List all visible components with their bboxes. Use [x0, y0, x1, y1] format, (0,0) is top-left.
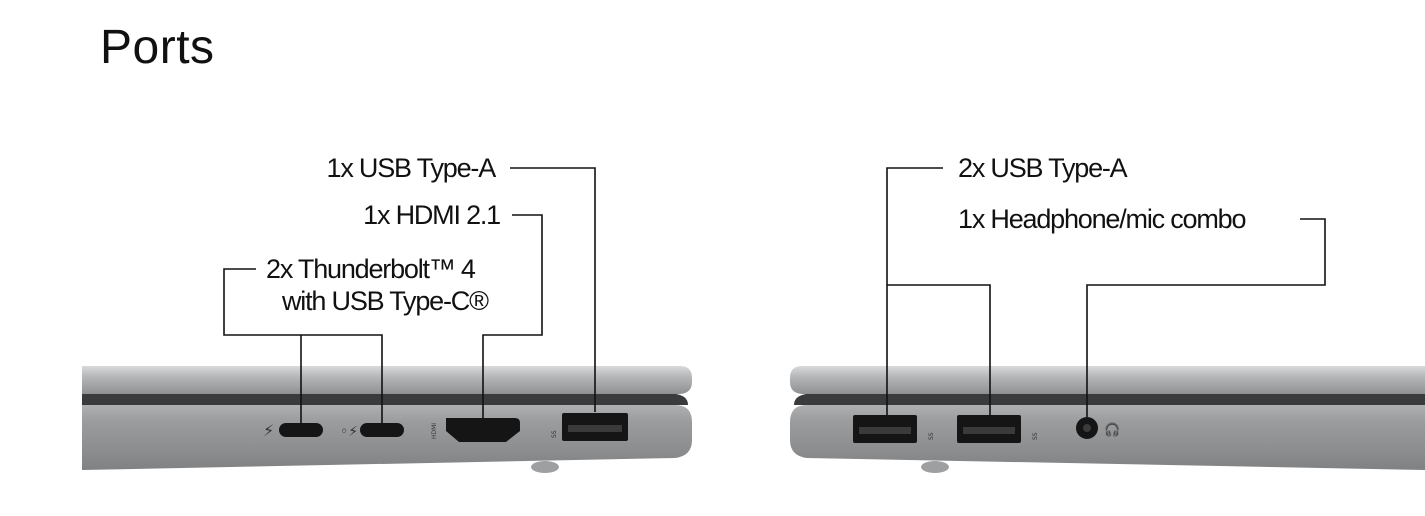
callout-line-hdmi	[482, 214, 543, 418]
headphone-jack-inner	[1083, 424, 1091, 432]
hdmi-port-text: HDMI	[431, 423, 438, 439]
right-lid	[790, 366, 1425, 394]
label-thunderbolt-line1: 2x Thunderbolt™ 4	[266, 254, 476, 284]
left-lid	[82, 366, 692, 394]
left-laptop-side: ⚡ ◦⚡ HDMI SS	[82, 366, 692, 473]
callout-lines-right	[886, 167, 1326, 417]
label-headphone: 1x Headphone/mic combo	[958, 204, 1246, 234]
left-hinge-gap	[82, 394, 688, 405]
usb-superspeed-icon: SS	[1032, 432, 1039, 440]
callout-lines-left	[223, 167, 596, 423]
right-base	[790, 405, 1425, 470]
callout-line-headphone	[1086, 218, 1326, 417]
callout-line-usb-a	[510, 167, 596, 412]
left-base	[82, 405, 692, 470]
right-laptop-side: SS SS 🎧	[790, 366, 1425, 473]
left-foot	[531, 461, 559, 473]
thunderbolt-port-2[interactable]	[360, 423, 404, 437]
usb-a-tongue	[859, 427, 911, 434]
label-thunderbolt-line2: with USB Type-C®	[282, 286, 489, 316]
right-hinge-gap	[794, 394, 1425, 405]
thunderbolt-icon: ◦⚡	[340, 424, 358, 440]
label-hdmi: 1x HDMI 2.1	[363, 200, 501, 230]
label-usb-a-left: 1x USB Type-A	[326, 153, 497, 183]
label-usb-a-right: 2x USB Type-A	[958, 153, 1128, 183]
thunderbolt-port-1[interactable]	[279, 423, 323, 437]
label-thunderbolt: 2x Thunderbolt™ 4 with USB Type-C®	[266, 253, 489, 317]
callout-line-usb-a-right	[886, 167, 943, 415]
right-foot	[921, 461, 949, 473]
callout-line-thunderbolt	[223, 268, 383, 423]
usb-a-tongue	[963, 427, 1015, 434]
thunderbolt-icon: ⚡	[263, 421, 274, 440]
headphone-icon: 🎧	[1104, 422, 1120, 438]
page-title: Ports	[100, 21, 215, 74]
usb-a-tongue	[568, 425, 622, 432]
usb-superspeed-icon: SS	[551, 430, 558, 438]
hdmi-port[interactable]	[446, 418, 520, 442]
callout-line-usb-a-right-2	[887, 284, 991, 415]
usb-superspeed-icon: SS	[928, 432, 935, 440]
